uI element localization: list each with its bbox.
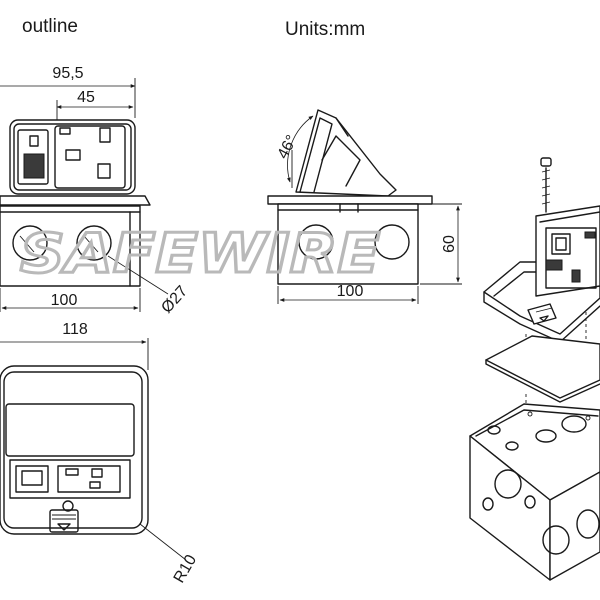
iso-knockout-3	[576, 509, 600, 539]
latch-button	[49, 509, 79, 533]
side-view: 46° 100 60	[267, 109, 462, 304]
socket-live-pin	[65, 149, 81, 161]
side-hole-right	[374, 224, 410, 260]
iso-knockout-1	[494, 469, 522, 499]
socket-window	[9, 459, 131, 499]
frame-inner	[3, 371, 143, 529]
knockout-hole-left	[12, 225, 48, 261]
exploded-view	[469, 157, 600, 581]
side-flange	[267, 195, 433, 205]
front-view: 100 Ø27	[0, 205, 191, 317]
side-body	[277, 203, 419, 285]
switch-rocker	[23, 153, 45, 179]
uk-socket	[54, 125, 126, 189]
switch-window	[15, 465, 49, 493]
latch-knob	[62, 500, 74, 512]
dimension-95-5: 95,5	[52, 65, 83, 82]
side-hole-left	[298, 224, 334, 260]
plan-view: 118 R10	[0, 321, 200, 586]
dimension-118: 118	[62, 321, 88, 338]
iso-knockout-2	[542, 525, 570, 555]
dimension-45: 45	[77, 89, 95, 106]
dimension-radius-10: R10	[171, 552, 200, 586]
iso-knockout-top-1	[561, 415, 587, 433]
top-view: 95,5 45	[0, 65, 151, 206]
frame-outer	[0, 365, 149, 535]
units-label: Units:mm	[285, 19, 365, 40]
dimension-100-front: 100	[51, 292, 78, 309]
watermark: SAFEWIRE	[20, 222, 380, 285]
iso-socket	[545, 227, 597, 289]
socket-neutral-pin	[97, 163, 111, 179]
knockout-hole-right	[76, 225, 112, 261]
iso-back-box-side	[549, 471, 600, 581]
socket-earth-pin	[99, 127, 111, 143]
lid-panel	[5, 403, 135, 457]
iso-switch	[545, 259, 563, 271]
flange	[0, 195, 151, 206]
iso-gasket	[485, 335, 600, 399]
outline-label: outline	[22, 16, 78, 37]
switch-housing	[17, 129, 49, 185]
dimension-diameter-27: Ø27	[158, 283, 191, 317]
latch-arrow-icon	[57, 523, 71, 531]
front-body	[0, 205, 141, 287]
angle-46: 46°	[275, 133, 301, 162]
dimension-60: 60	[441, 235, 458, 253]
dimension-100-side: 100	[337, 283, 364, 300]
